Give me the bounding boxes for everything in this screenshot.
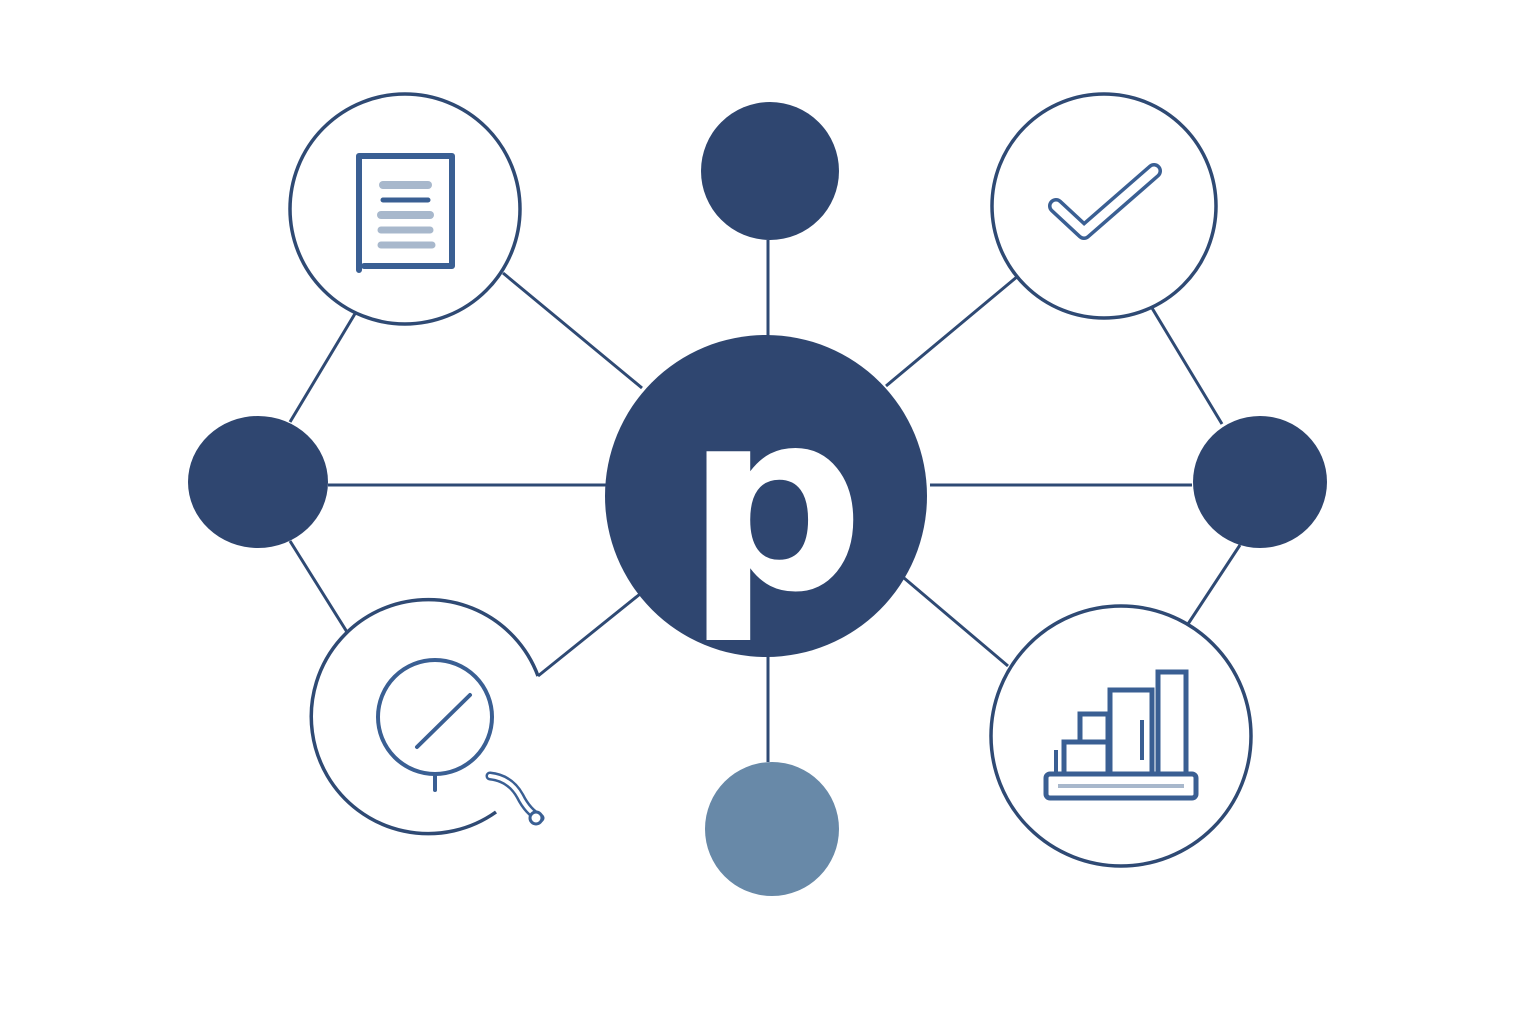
node-top [701, 102, 839, 240]
document-ring [288, 92, 522, 326]
search-ring [309, 597, 540, 836]
checkmark-icon [1048, 163, 1162, 240]
p-letter-logo: p [686, 356, 865, 647]
node-bar-chart [989, 604, 1253, 868]
edge-hub-document [502, 271, 643, 390]
node-search [309, 597, 545, 836]
magnifier-icon [376, 658, 545, 826]
edge-left-document [288, 311, 358, 423]
node-document [288, 92, 522, 326]
hub-node: p [605, 335, 927, 657]
document-icon [356, 153, 455, 273]
edge-right-checkmark [1150, 307, 1224, 425]
edge-left-search [288, 540, 354, 641]
connector-lines [288, 240, 1242, 762]
edge-hub-checkmark [885, 274, 1019, 388]
edge-right-bar-chart [1186, 544, 1242, 625]
node-bottom [705, 762, 839, 896]
node-left [188, 416, 328, 548]
bar-chart-icon [1043, 669, 1199, 801]
edge-hub-bar-chart [903, 576, 1009, 668]
hub-circle [605, 335, 927, 657]
node-right [1193, 416, 1327, 548]
edge-hub-search [537, 592, 641, 678]
node-checkmark [990, 92, 1218, 320]
